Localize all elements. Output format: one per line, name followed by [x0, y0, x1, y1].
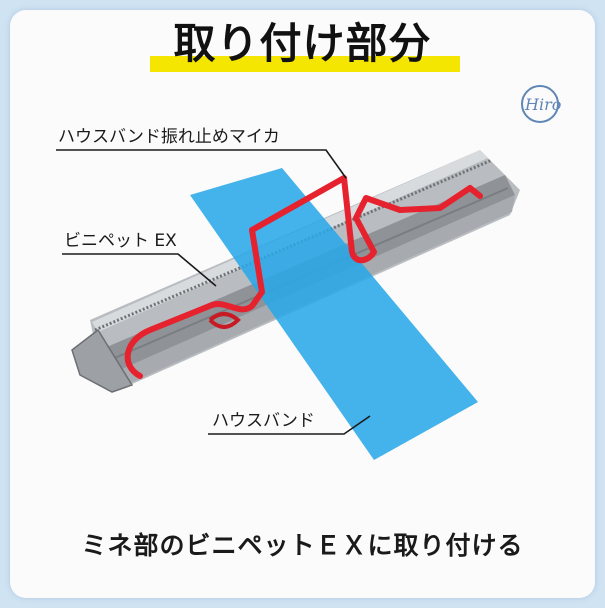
spring-coil: [208, 312, 241, 329]
leader-spring: [56, 149, 347, 179]
label-spring: ハウスバンド振れ止めマイカ: [58, 127, 280, 147]
title-highlight: [150, 56, 460, 72]
caption: ミネ部のビニペットＥＸに取り付ける: [81, 531, 524, 560]
leader-band: [208, 415, 371, 435]
leader-rail: [62, 253, 217, 287]
logo-text: Hiro: [524, 95, 561, 114]
page-title: 取り付け部分: [173, 19, 432, 68]
label-rail: ビニペット EX: [64, 231, 177, 251]
label-band: ハウスバンド: [212, 411, 315, 431]
spring-wire: [124, 175, 483, 379]
house-band: [190, 168, 478, 460]
hiro-logo-icon: Hiro: [521, 85, 561, 123]
